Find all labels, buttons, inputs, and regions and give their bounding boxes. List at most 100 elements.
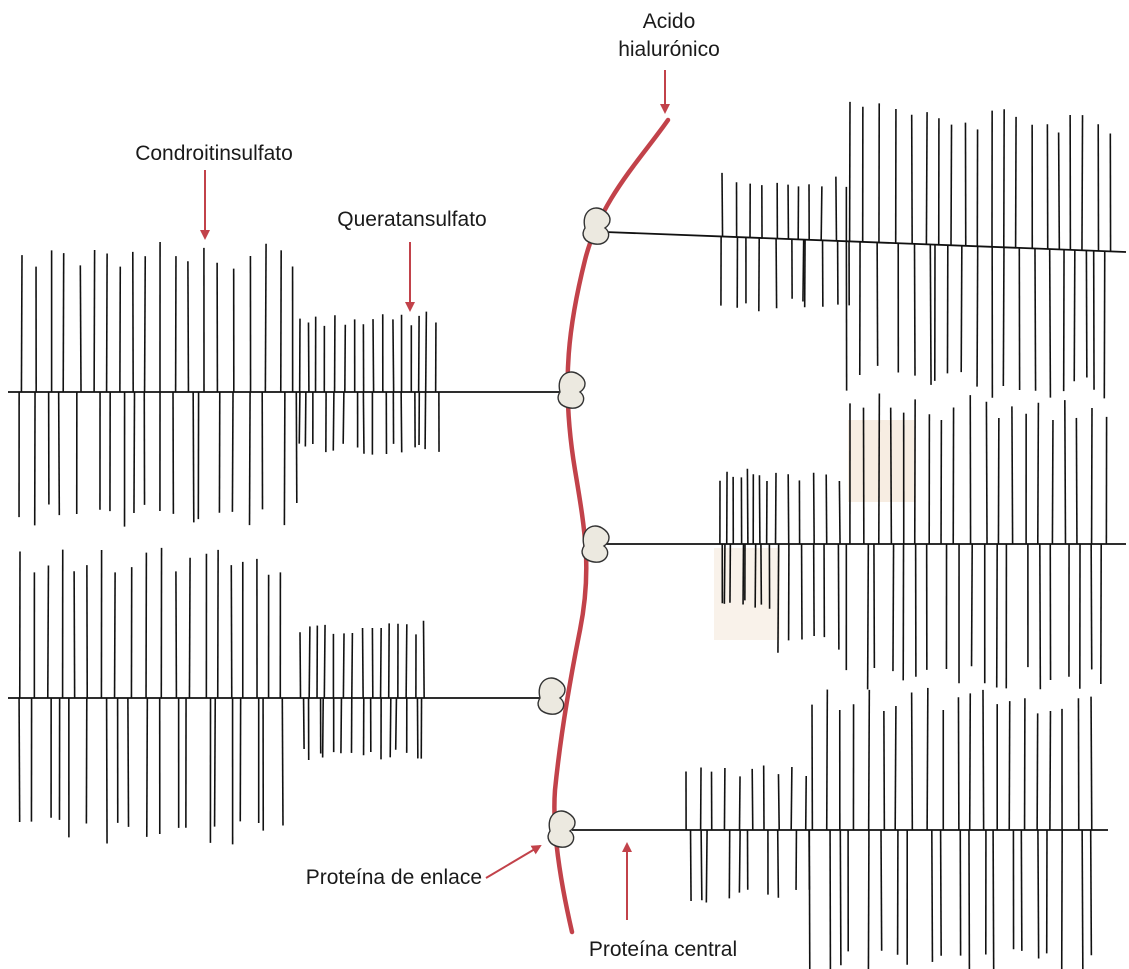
sulfate-chain [264,243,267,393]
sulfate-chain [113,572,116,699]
sulfate-chain [143,256,147,393]
link-protein [547,810,576,848]
sulfate-chain [820,186,823,241]
link-protein [582,207,611,245]
sulfate-chain [1002,247,1005,386]
sulfate-chain [751,768,754,831]
sulfate-chain [105,253,108,393]
sulfate-chain [1036,402,1040,545]
sulfate-chain [777,543,780,653]
sulfate-chain [340,697,343,754]
sulfate-chain [1037,829,1040,959]
sulfate-chain [1048,248,1052,398]
sulfate-chain [968,693,972,831]
sulfate-chain [925,112,928,245]
hyaluronic-acid-backbone [552,117,671,935]
sulfate-chain [960,245,963,373]
sulfate-chain [361,628,364,699]
sulfate-chain [777,774,781,831]
sulfate-chain [812,472,815,545]
sulfate-chain [892,543,895,672]
sulfate-chain [79,265,82,393]
sulfate-chain [877,393,881,545]
sulfate-chain [1049,710,1052,831]
sulfate-chain [894,706,897,831]
sulfate-chain [931,829,934,962]
sulfate-chain [281,697,284,826]
sulfate-chain [1075,417,1078,545]
sulfate-chain [866,543,870,690]
sulfate-chain [302,697,305,750]
sulfate-chain [825,474,828,545]
proteoglycan-strands [8,101,1127,969]
sulfate-chain [231,391,234,512]
sulfate-chain [405,624,408,699]
sulfate-chain [342,391,345,444]
sulfate-chain [1064,400,1067,545]
sulfate-chain [187,261,190,393]
sulfate-chain [1089,829,1093,956]
sulfate-chain [939,829,942,956]
sulfate-chain [838,481,841,545]
sulfate-chain [721,172,724,237]
sulfate-chain [57,391,61,516]
sulfate-chain [372,319,375,393]
sulfate-chain [46,565,50,699]
sulfate-chain [867,829,870,969]
sulfate-chain [192,391,195,523]
sulfate-chain [835,176,838,241]
sulfate-chain [133,391,136,513]
sulfate-chain [867,689,871,831]
core-protein-label: Proteína central [589,938,737,961]
sulfate-chain [308,626,311,699]
sulfate-chain [188,557,191,699]
link-proteins [537,207,611,848]
sulfate-chain [295,391,298,504]
hyaluronic-acid-label-line1: Acido [643,10,696,33]
sulfate-chain [1011,406,1014,545]
sulfate-chain [738,776,741,831]
sulfate-chain [950,124,953,246]
sulfate-chain [970,543,974,667]
sulfate-chain [776,829,780,898]
sulfate-chain [323,624,326,699]
sulfate-chain [321,697,325,758]
sulfate-chain [248,391,251,526]
sulfate-chain [389,697,392,758]
keratan-sulfate-label: Queratansulfato [337,208,486,231]
sulfate-chain [1081,829,1084,969]
hyaluronic-acid-label-line2: hialurónico [618,38,720,61]
sulfate-chain [394,697,398,750]
sulfate-chain [298,391,301,444]
sulfate-chain [787,474,790,545]
highlight-box [848,420,916,502]
link-protein [557,371,586,409]
sulfate-chain [1081,115,1084,251]
sulfate-chain [700,829,703,901]
sulfate-chain [299,632,302,699]
sulfate-chain [145,697,149,837]
sulfate-chain [127,697,130,827]
sulfate-chain [689,829,692,901]
sulfate-chain [18,697,21,822]
sulfate-chain [802,239,805,302]
sulfate-chain [880,829,883,951]
sulfate-chain [1090,696,1093,831]
link-protein-label: Proteína de enlace [306,866,482,889]
sulfate-chain [992,829,995,969]
sulfate-chain [976,246,979,387]
sulfate-chain [1051,420,1054,545]
link-protein-arrow [485,844,542,879]
sulfate-chain [926,687,929,831]
sulfate-chain [304,391,307,447]
sulfate-chain [1020,829,1023,951]
sulfate-chain [332,391,335,451]
sulfate-chain [790,766,793,831]
sulfate-chain [351,633,354,699]
sulfate-chain [379,628,382,699]
sulfate-chain [839,829,842,966]
sulfate-chain [1073,249,1076,382]
sulfate-chain [723,543,726,604]
